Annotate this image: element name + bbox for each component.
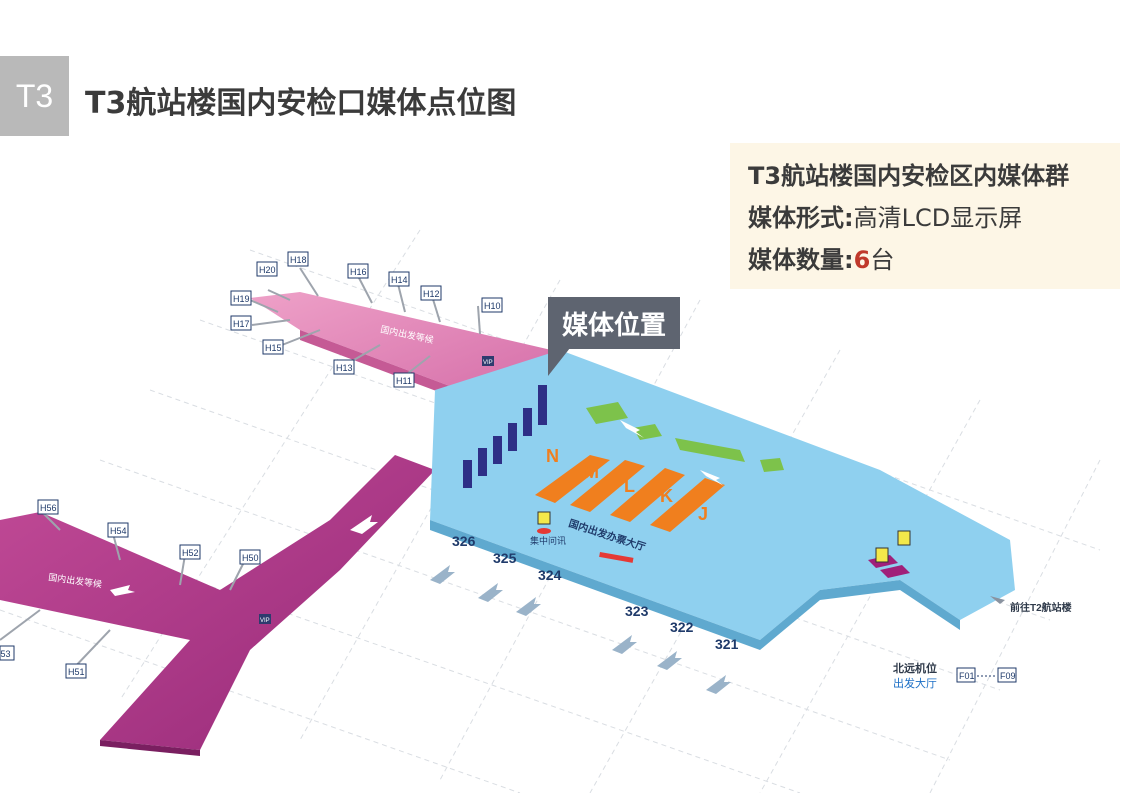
door-number: 324	[538, 567, 562, 583]
elevator-icon	[875, 547, 889, 563]
terminal-tag: T3	[0, 56, 69, 136]
checkin-hall: 国内出发办票大厅	[430, 350, 1015, 650]
svg-text:H20: H20	[259, 265, 276, 275]
north-gates: H20 H18 H16 H14 H12 H10 H19 H17 H15 H13 …	[230, 251, 503, 388]
svg-text:H16: H16	[350, 267, 367, 277]
door-number: 322	[670, 619, 694, 635]
media-form-label: 媒体形式:	[748, 204, 854, 232]
row-label: J	[698, 504, 708, 524]
gate-badge: H18	[287, 251, 309, 267]
media-form-value: 高清LCD显示屏	[853, 204, 1023, 232]
lcd-screen-icon	[493, 436, 502, 464]
lcd-screen-icon	[463, 460, 472, 488]
gate-badge: H54	[107, 522, 129, 538]
door-number: 325	[493, 550, 517, 566]
svg-text:H51: H51	[68, 667, 85, 677]
svg-text:H18: H18	[290, 255, 307, 265]
media-count-unit: 台	[870, 246, 895, 274]
to-t2-label: 前往T2航站楼	[1010, 601, 1072, 614]
vip-icon	[482, 356, 494, 366]
gate-badge: H52	[179, 544, 201, 560]
arrow-icon	[990, 596, 1005, 604]
svg-text:VIP: VIP	[483, 360, 493, 366]
entrance-arrows	[430, 565, 731, 694]
media-location-callout: 媒体位置	[548, 297, 680, 349]
gate-badge: H11	[393, 372, 415, 388]
media-count-value: 6	[853, 246, 871, 274]
svg-text:H12: H12	[423, 289, 440, 299]
gate-badge: H16	[347, 263, 369, 279]
svg-text:H50: H50	[242, 553, 259, 563]
remote-stand-label: 北远机位	[893, 661, 937, 675]
gate-badge: F09	[997, 667, 1017, 683]
gate-badge: H56	[37, 499, 59, 515]
vip-badges: VIP VIP	[259, 356, 494, 624]
svg-text:H11: H11	[396, 376, 412, 386]
row-label: M	[584, 462, 599, 482]
south-gates: H56 H54 H52 H50 H53 H51	[0, 499, 261, 679]
checkin-row-labels: N M L K J	[546, 446, 708, 524]
svg-text:H54: H54	[110, 526, 127, 536]
row-label: N	[546, 446, 559, 466]
remote-hall-label: 出发大厅	[893, 676, 937, 690]
svg-text:H19: H19	[233, 294, 250, 304]
row-label: K	[660, 486, 673, 506]
row-label: L	[624, 476, 635, 496]
gate-badge: F01	[956, 667, 976, 683]
remote-gates: F01 F09	[956, 667, 1017, 683]
svg-text:F09: F09	[1000, 671, 1016, 681]
flow-arrows	[110, 420, 724, 596]
elevator-icon	[897, 530, 911, 546]
info-desk-marker	[537, 528, 551, 534]
door-number: 321	[715, 636, 739, 652]
gate-badge: H14	[388, 271, 410, 287]
gate-badge: H15	[262, 339, 284, 355]
gate-badge: H19	[230, 290, 252, 306]
lcd-screen-icon	[523, 408, 532, 436]
media-count-row: 媒体数量:6台	[748, 239, 1120, 281]
svg-text:VIP: VIP	[260, 618, 270, 624]
gate-badge: H12	[420, 285, 442, 301]
svg-text:H15: H15	[265, 343, 282, 353]
counter-marker	[599, 552, 634, 563]
gate-badge: H20	[256, 261, 278, 277]
media-info-box: T3航站楼国内安检区内媒体群 媒体形式:高清LCD显示屏 媒体数量:6台	[730, 143, 1120, 289]
callout-pointer	[548, 348, 570, 376]
door-number: 323	[625, 603, 649, 619]
checkin-islands	[535, 455, 725, 532]
svg-text:H13: H13	[336, 363, 353, 373]
media-form-row: 媒体形式:高清LCD显示屏	[748, 197, 1120, 239]
page-title: T3航站楼国内安检口媒体点位图	[85, 86, 517, 121]
svg-text:H17: H17	[233, 319, 250, 329]
svg-text:H14: H14	[391, 275, 408, 285]
south-pier: 国内出发等候	[0, 455, 435, 756]
lcd-screen-icon	[478, 448, 487, 476]
media-screens	[463, 385, 547, 488]
svg-text:H10: H10	[484, 301, 501, 311]
info-title: T3航站楼国内安检区内媒体群	[748, 162, 1070, 190]
svg-text:F01: F01	[959, 671, 975, 681]
east-media-pads	[868, 530, 911, 578]
door-number: 326	[452, 533, 476, 549]
door-numbers: 326 325 324 323 322 321	[452, 533, 739, 652]
svg-text:H53: H53	[0, 649, 11, 659]
gate-badge: H53	[0, 645, 15, 661]
info-desk-label: 集中问讯	[530, 535, 566, 546]
gate-badge: H10	[481, 297, 503, 313]
gate-badge: H17	[230, 315, 252, 331]
security-zones	[586, 402, 784, 472]
gate-badge: H51	[65, 663, 87, 679]
gate-badge: H13	[333, 359, 355, 375]
gate-badge: H50	[239, 549, 261, 565]
svg-text:H52: H52	[182, 548, 199, 558]
lcd-screen-icon	[508, 423, 517, 451]
media-count-label: 媒体数量:	[748, 246, 854, 274]
lcd-screen-icon	[538, 385, 547, 425]
info-icon	[537, 511, 551, 525]
svg-text:H56: H56	[40, 503, 57, 513]
vip-icon	[259, 614, 271, 624]
